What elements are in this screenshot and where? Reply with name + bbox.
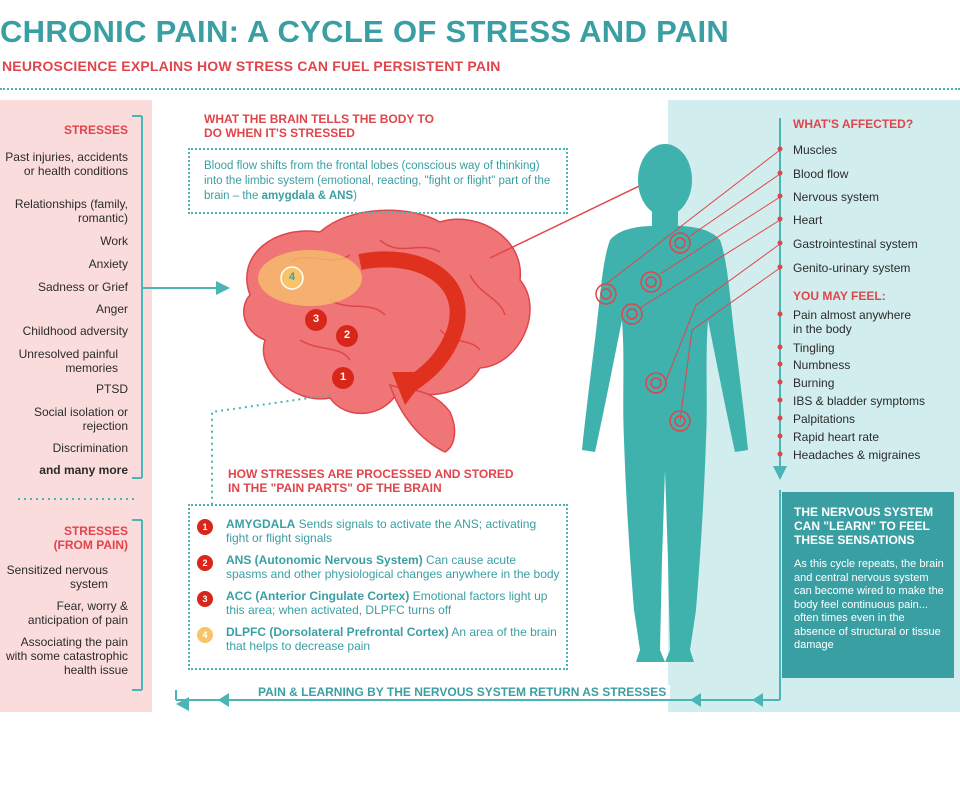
brain-marker-1: 1 xyxy=(339,371,347,383)
feel-item: Rapid heart rate xyxy=(793,430,880,444)
affected-heading: WHAT'S AFFECTED? xyxy=(793,117,914,131)
brain-markers xyxy=(280,266,358,389)
stresses-panel xyxy=(0,100,152,712)
pain-stresses-heading: STRESSES (FROM PAIN) xyxy=(53,524,128,552)
page-title: CHRONIC PAIN: A CYCLE OF STRESS AND PAIN xyxy=(0,14,730,49)
affected-item: Heart xyxy=(793,213,823,227)
feel-item: Burning xyxy=(793,376,835,390)
feel-item: Pain almost anywhere in the body xyxy=(793,308,912,336)
header-divider xyxy=(0,88,960,90)
badge-1: 1 xyxy=(197,519,213,535)
affected-bullets xyxy=(777,146,783,270)
stresses-heading: STRESSES xyxy=(63,123,128,137)
affected-item: Muscles xyxy=(793,143,838,157)
brain-marker-4: 4 xyxy=(288,271,296,283)
return-label: PAIN & LEARNING BY THE NERVOUS SYSTEM RE… xyxy=(254,685,671,699)
brain-marker-3: 3 xyxy=(312,313,320,325)
stresses-bracket xyxy=(132,115,220,479)
affected-item: Gastrointestinal system xyxy=(793,237,918,251)
feel-heading: YOU MAY FEEL: xyxy=(793,289,886,303)
feel-item: Headaches & migraines xyxy=(793,448,921,462)
brain-to-head-arrow xyxy=(489,174,663,259)
return-chevron-1 xyxy=(218,693,229,707)
feel-item: Palpitations xyxy=(793,412,856,426)
feel-item: IBS & bladder symptoms xyxy=(793,394,926,408)
feel-item: Numbness xyxy=(793,358,851,372)
return-arrowhead xyxy=(176,697,189,711)
brain-tells-heading: WHAT THE BRAIN TELLS THE BODY TO DO WHEN… xyxy=(204,112,434,140)
affected-item: Blood flow xyxy=(793,167,849,181)
brain-to-box-connector xyxy=(211,394,331,505)
badge-4: 4 xyxy=(197,627,213,643)
page-subtitle: NEUROSCIENCE EXPLAINS HOW STRESS CAN FUE… xyxy=(2,58,501,74)
body-targets xyxy=(595,232,691,432)
stress-item: Unresolved painful memories xyxy=(18,347,118,375)
stress-item: Childhood adversity xyxy=(22,324,128,338)
stress-item: and many more xyxy=(39,463,128,477)
stress-item: Past injuries, accidents or health condi… xyxy=(5,150,128,178)
return-chevron-3 xyxy=(752,693,763,707)
stress-item: Social isolation or rejection xyxy=(33,405,128,433)
nervous-heading: THE NERVOUS SYSTEM CAN "LEARN" TO FEEL T… xyxy=(794,505,934,547)
return-path xyxy=(175,490,781,701)
affected-item: Nervous system xyxy=(793,190,880,204)
pain-stress-item: Sensitized nervous system xyxy=(6,563,108,591)
stress-item: Anger xyxy=(95,302,128,316)
processed-heading: HOW STRESSES ARE PROCESSED AND STORED IN… xyxy=(228,467,514,495)
brain-marker-2: 2 xyxy=(343,329,351,341)
stress-item: Anxiety xyxy=(88,257,128,271)
human-figure xyxy=(582,144,748,662)
return-chevron-2 xyxy=(690,693,701,707)
stress-item: Relationships (family, romantic) xyxy=(14,197,128,225)
feel-item: Tingling xyxy=(793,341,835,355)
processed-box xyxy=(188,504,568,670)
stress-item: Sadness or Grief xyxy=(37,280,128,294)
stress-item: Discrimination xyxy=(52,441,128,455)
pain-stress-item: Associating the pain with some catastrop… xyxy=(5,635,128,677)
brain-illustration xyxy=(243,209,531,453)
affected-item: Genito-urinary system xyxy=(793,261,911,275)
badge-3: 3 xyxy=(197,591,213,607)
affected-connectors xyxy=(605,149,781,422)
brain-tells-text: Blood flow shifts from the frontal lobes… xyxy=(204,160,551,202)
badge-2: 2 xyxy=(197,555,213,571)
stress-item: Work xyxy=(100,234,128,248)
affected-list-arrowhead xyxy=(773,466,787,480)
nervous-text: As this cycle repeats, the brain and cen… xyxy=(794,558,944,651)
pain-stress-item: Fear, worry & anticipation of pain xyxy=(27,599,128,627)
pain-bracket xyxy=(132,519,143,691)
stresses-arrowhead xyxy=(216,281,230,295)
brain-tells-box: Blood flow shifts from the frontal lobes… xyxy=(188,148,568,214)
feel-bullets xyxy=(777,311,783,457)
stress-item: PTSD xyxy=(95,382,128,396)
nervous-system-box: THE NERVOUS SYSTEM CAN "LEARN" TO FEEL T… xyxy=(782,492,954,678)
